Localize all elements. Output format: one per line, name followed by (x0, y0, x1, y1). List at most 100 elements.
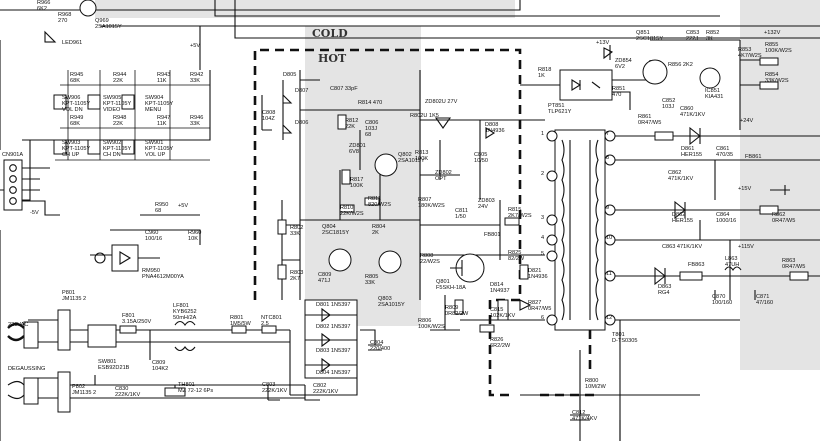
sw906-body (53, 94, 67, 110)
pin-12: 12 (606, 315, 613, 321)
pin-10: 10 (606, 235, 613, 241)
r809-body (454, 299, 464, 315)
r853-body (759, 57, 779, 66)
v5b-label: +5V (190, 43, 201, 49)
pin-1: 1 (541, 131, 545, 137)
r811-body (364, 197, 380, 206)
p802-body (57, 371, 71, 413)
pin-5: 5 (541, 251, 545, 257)
sw902-body (87, 139, 101, 155)
v15-label: +15V (738, 186, 752, 192)
pin-4: 4 (541, 235, 545, 241)
hot-zone-label: HOT (318, 52, 347, 65)
v24-label: +24V (740, 118, 754, 124)
r854-body (759, 81, 779, 90)
pin-11: 11 (606, 271, 612, 277)
fb801-label: FB801 (484, 232, 501, 238)
zd802u-label: ZD802U 27V (425, 99, 458, 105)
r802-body (277, 219, 287, 235)
v5a-label: +5V (178, 203, 189, 209)
right-zone-shade (740, 0, 820, 370)
ic851-body (699, 67, 721, 89)
r863-body (789, 271, 809, 281)
pt851-body (559, 69, 613, 101)
r862-body (759, 205, 779, 215)
r810-body (339, 204, 355, 213)
r856-label: R856 2K2 (668, 62, 693, 68)
pin-6: 6 (541, 315, 545, 321)
v115-label: +115V (738, 244, 754, 250)
d807-label: D807 (295, 88, 309, 94)
r812-body (337, 114, 347, 130)
q804-body (328, 248, 352, 272)
cn901a-body (3, 159, 23, 211)
fb863-label: FB863 (688, 262, 705, 268)
sw801-body (87, 324, 117, 348)
d801-label: D801 1N5397 (316, 302, 351, 308)
pin-9: 9 (606, 205, 610, 211)
ac220-label: 220VAC (8, 322, 29, 328)
bridge-rectifier-box (304, 299, 358, 379)
r826-body (479, 324, 495, 333)
v5c-label: -5V (30, 210, 39, 216)
sw905-body (87, 94, 101, 110)
led961-label: LED961 (62, 40, 83, 46)
cn901a-label: CN901A (2, 152, 24, 158)
q851-body (642, 59, 668, 85)
d806-label: D806 (295, 120, 309, 126)
v132-label: +132V (764, 30, 781, 36)
d805-label: D805 (283, 72, 297, 78)
d802-label: D802 1N5397 (316, 324, 351, 330)
pin-8: 8 (606, 155, 610, 161)
q802-body (374, 153, 398, 177)
sw904-body (121, 94, 135, 110)
p801-body (57, 309, 71, 351)
fb861-label: FB861 (745, 154, 762, 160)
pin-2: 2 (541, 171, 545, 177)
ntc801-body (261, 325, 277, 334)
